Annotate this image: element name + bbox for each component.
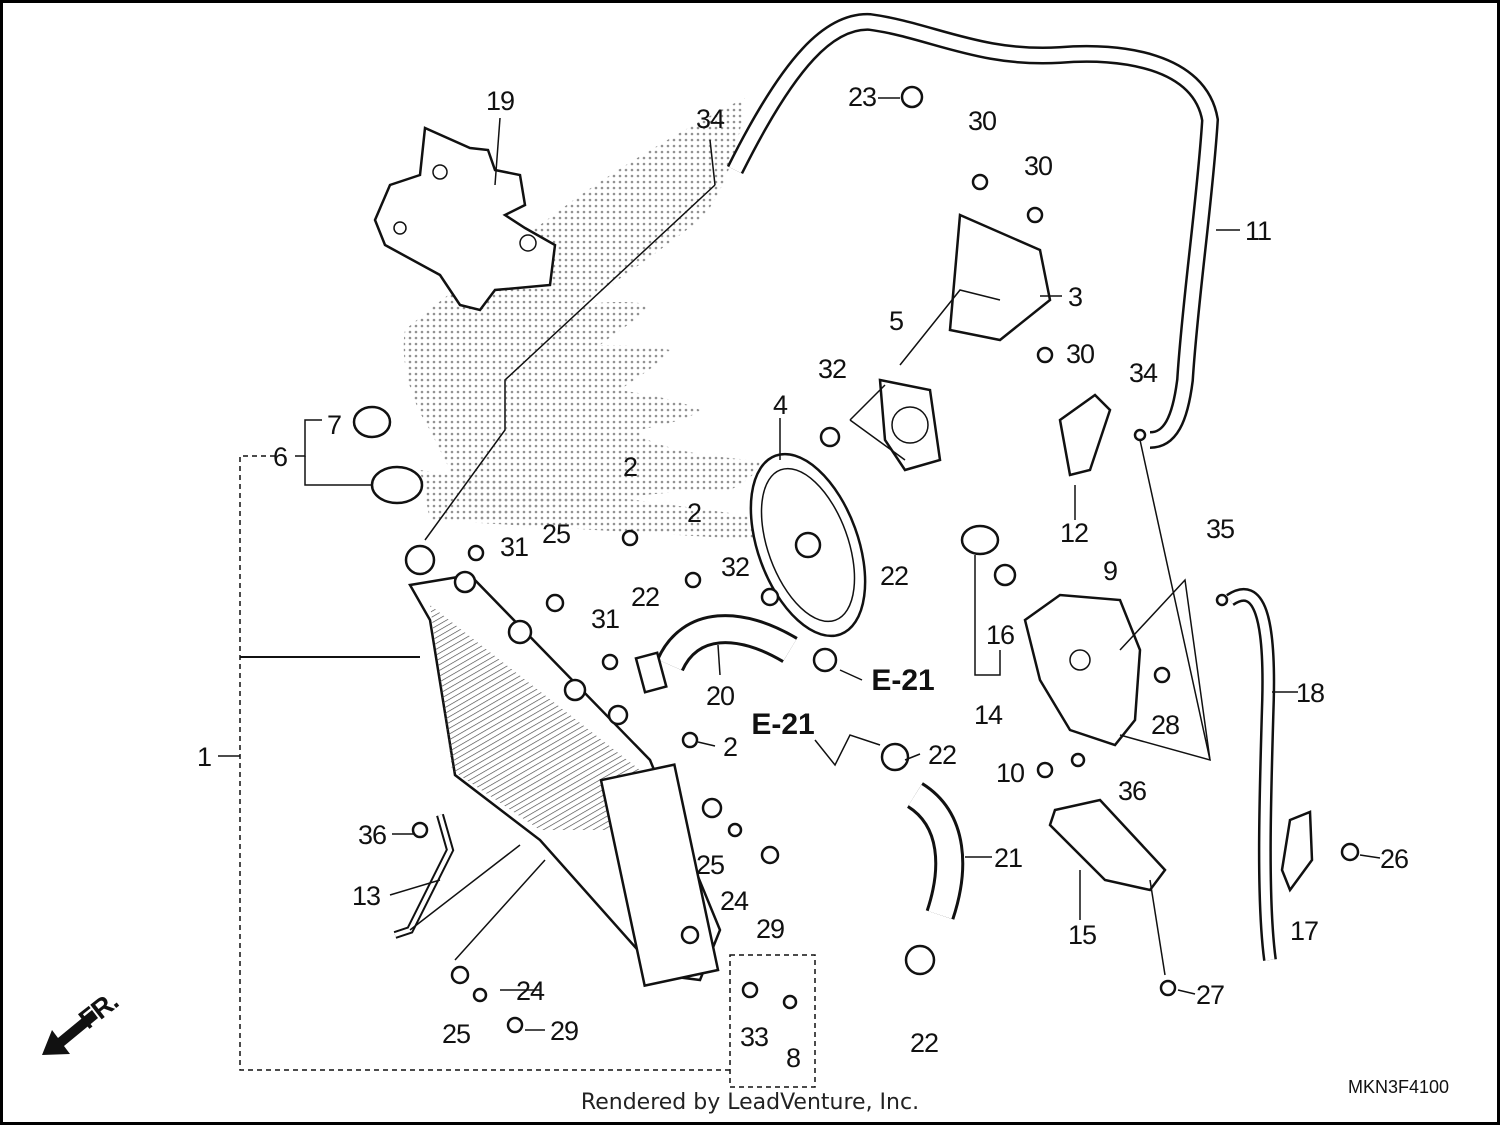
diagram-code: MKN3F4100 — [1348, 1077, 1449, 1097]
callout-c25a: 25 — [542, 519, 570, 549]
front-direction-arrow: FR. — [42, 986, 124, 1055]
callout-c33: 33 — [740, 1022, 768, 1052]
callout-c36a: 36 — [1118, 776, 1146, 806]
callout-c11: 11 — [1245, 216, 1271, 246]
callout-c32a: 32 — [818, 354, 846, 384]
callout-c10: 10 — [996, 758, 1024, 788]
callout-c25b: 25 — [696, 850, 724, 880]
callout-c34a: 34 — [696, 104, 725, 134]
leader-lines — [389, 97, 1381, 1031]
callout-c6: 6 — [273, 442, 287, 472]
callout-c15: 15 — [1068, 920, 1096, 950]
callout-c24a: 24 — [720, 886, 749, 916]
callout-c36b: 36 — [358, 820, 386, 850]
stay-13 — [393, 813, 455, 939]
callout-c2a: 2 — [623, 452, 637, 482]
callout-c26: 26 — [1380, 844, 1408, 874]
cover-15 — [1048, 798, 1167, 892]
fan-4 — [749, 418, 867, 638]
callout-c1: 1 — [197, 742, 211, 772]
callout-c21: 21 — [994, 843, 1022, 873]
bracket-17 — [1280, 810, 1314, 893]
fan-motor-5 — [878, 213, 1062, 472]
callout-c34b: 34 — [1129, 358, 1158, 388]
callout-c28: 28 — [1151, 710, 1179, 740]
callout-c30b: 30 — [1024, 151, 1052, 181]
callout-c22c: 22 — [928, 740, 956, 770]
callout-c35: 35 — [1206, 514, 1234, 544]
hose-11 — [726, 12, 1240, 449]
callout-c2c: 2 — [723, 732, 737, 762]
callout-c27: 27 — [1196, 980, 1224, 1010]
callout-c14: 14 — [974, 700, 1003, 730]
callout-c31a: 31 — [500, 532, 528, 562]
hardware — [411, 85, 1360, 1034]
callout-c18: 18 — [1296, 678, 1324, 708]
callout-c32b: 32 — [721, 552, 749, 582]
callout-c17: 17 — [1290, 916, 1318, 946]
callout-c9: 9 — [1103, 556, 1117, 586]
callout-c2b: 2 — [687, 498, 701, 528]
reference-e21b: E-21 — [751, 708, 814, 741]
callout-c22b: 22 — [631, 582, 659, 612]
callout-c7: 7 — [327, 410, 341, 440]
bracket-12 — [1058, 393, 1112, 477]
reference-labels: E-21E-21 — [751, 664, 934, 741]
assembly-1-bracket — [218, 455, 816, 1088]
radiator — [404, 544, 722, 988]
reference-e21a: E-21 — [871, 664, 934, 697]
callout-c22a: 22 — [880, 561, 908, 591]
hose-18 — [1226, 587, 1298, 961]
callout-c29a: 29 — [756, 914, 784, 944]
callout-c20: 20 — [706, 681, 734, 711]
water-pump-9 — [960, 524, 1142, 747]
credit-line: Rendered by LeadVenture, Inc. — [580, 1090, 920, 1115]
callout-c23: 23 — [848, 82, 876, 112]
callout-c5: 5 — [889, 306, 903, 336]
hose-20 — [656, 614, 798, 672]
hose-21 — [906, 782, 992, 920]
bracket-19 — [373, 117, 557, 312]
callout-c25c: 25 — [442, 1019, 470, 1049]
callout-c16: 16 — [986, 620, 1014, 650]
callout-c4: 4 — [773, 390, 788, 420]
callout-c30a: 30 — [968, 106, 996, 136]
callout-c19: 19 — [486, 86, 514, 116]
callout-c12: 12 — [1060, 518, 1088, 548]
callout-c24b: 24 — [516, 976, 545, 1006]
radiator-cap — [295, 405, 424, 505]
callout-c31b: 31 — [591, 604, 619, 634]
callout-c29b: 29 — [550, 1016, 578, 1046]
callout-c22d: 22 — [910, 1028, 938, 1058]
callout-c30c: 30 — [1066, 339, 1094, 369]
callout-c3: 3 — [1068, 282, 1082, 312]
callout-c13: 13 — [352, 881, 380, 911]
callout-c8: 8 — [786, 1043, 800, 1073]
